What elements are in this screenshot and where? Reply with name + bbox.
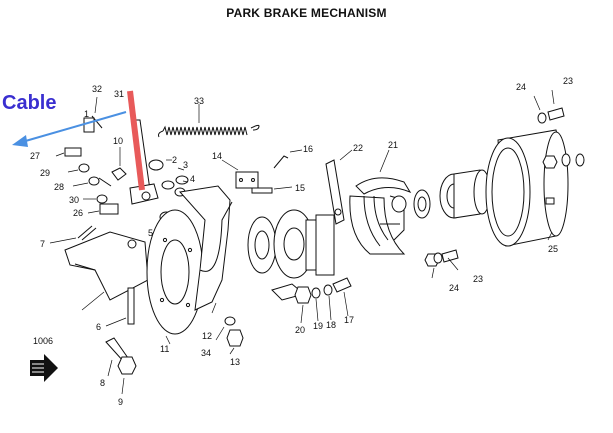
brake-drum bbox=[485, 129, 585, 247]
part-label: 30 bbox=[69, 195, 79, 205]
part-label: 29 bbox=[40, 168, 50, 178]
part-label: 13 bbox=[230, 357, 240, 367]
part-label: 31 bbox=[114, 89, 124, 99]
part-label: 25 bbox=[548, 244, 558, 254]
part-label: 19 bbox=[313, 321, 323, 331]
figure-number: 1006 bbox=[33, 336, 54, 346]
part-label: 14 bbox=[212, 151, 222, 161]
part-label: 26 bbox=[73, 208, 83, 218]
hub-assembly bbox=[413, 169, 491, 279]
part-label: 24 bbox=[449, 283, 459, 293]
spring-part bbox=[158, 104, 260, 138]
lever-highlight bbox=[127, 90, 145, 191]
part-label: 27 bbox=[30, 151, 40, 161]
top-right-hardware bbox=[533, 89, 565, 124]
part-label: 6 bbox=[96, 322, 101, 332]
part-label: 12 bbox=[202, 331, 212, 341]
cable-arrow bbox=[21, 111, 127, 143]
hardware-set bbox=[271, 277, 352, 324]
adapter-plate bbox=[247, 209, 335, 279]
part-label: 23 bbox=[563, 76, 573, 86]
part-label: 17 bbox=[344, 315, 354, 325]
part-label: 23 bbox=[473, 274, 483, 284]
part-label: 4 bbox=[190, 174, 195, 184]
part-label: 5 bbox=[148, 228, 153, 238]
part-label: 2 bbox=[172, 155, 177, 165]
left-small-parts bbox=[49, 147, 149, 311]
direction-arrow-icon bbox=[30, 354, 58, 382]
brake-shoe-assembly bbox=[349, 149, 412, 255]
part-label: 32 bbox=[92, 84, 102, 94]
part-label: 8 bbox=[100, 378, 105, 388]
cable-arrow-head bbox=[12, 135, 28, 147]
part-label: 3 bbox=[183, 160, 188, 170]
annotation-overlays bbox=[12, 90, 145, 191]
adjuster-lever bbox=[325, 149, 353, 225]
part-label: 15 bbox=[295, 183, 305, 193]
lower-bolts bbox=[105, 287, 137, 395]
part-label: 20 bbox=[295, 325, 305, 335]
part-label: 33 bbox=[194, 96, 204, 106]
cable-label: Cable bbox=[2, 92, 57, 114]
part-label: 10 bbox=[113, 136, 123, 146]
part-label: 21 bbox=[388, 140, 398, 150]
part-label: 11 bbox=[160, 344, 169, 354]
part-label: 18 bbox=[326, 320, 336, 330]
part-label: 7 bbox=[40, 239, 45, 249]
part-label: 22 bbox=[353, 143, 363, 153]
part-label: 1 bbox=[84, 109, 89, 119]
part-labels: 1 2 3 4 5 6 7 8 9 10 11 12 13 14 15 16 1… bbox=[30, 76, 573, 407]
part-label: 9 bbox=[118, 397, 123, 407]
diagram-title: PARK BRAKE MECHANISM bbox=[226, 6, 387, 20]
part-label: 24 bbox=[516, 82, 526, 92]
dust-shield bbox=[179, 185, 244, 355]
part-label: 28 bbox=[54, 182, 64, 192]
backing-plate bbox=[146, 209, 204, 345]
plate-parts bbox=[221, 149, 303, 194]
part-label: 34 bbox=[201, 348, 211, 358]
part-label: 16 bbox=[303, 144, 313, 154]
